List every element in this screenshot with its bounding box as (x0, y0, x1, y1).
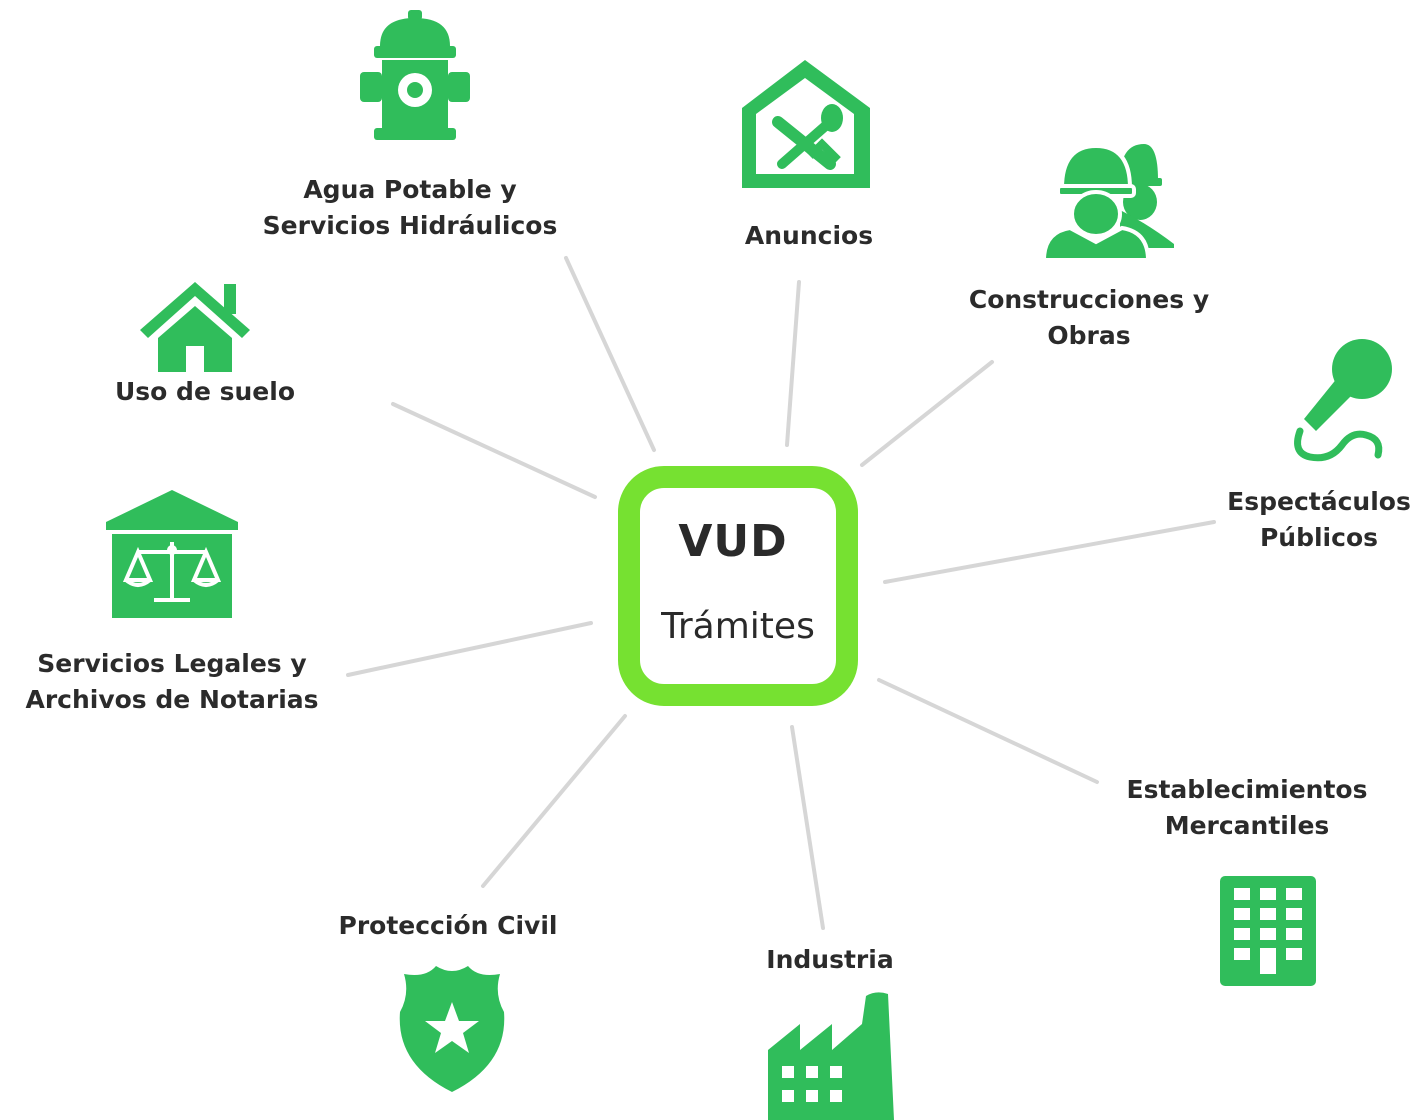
restaurant-house-icon (738, 58, 872, 190)
connector-legales (346, 621, 593, 677)
connector-industria (790, 725, 825, 930)
connector-uso (391, 402, 597, 499)
node-industria-label[interactable]: Industria (766, 945, 894, 974)
node-espectaculos-label[interactable]: Espectáculos Públicos (1227, 487, 1411, 552)
office-building-icon (1220, 876, 1316, 986)
connector-agua (564, 256, 656, 452)
node-construcciones-label[interactable]: Construcciones y Obras (968, 285, 1210, 350)
center-node[interactable]: VUD Trámites (618, 466, 858, 706)
connector-construcciones (860, 360, 994, 467)
police-shield-icon (396, 960, 508, 1094)
justice-scale-house-icon (104, 490, 240, 620)
node-agua-label[interactable]: Agua Potable y Servicios Hidráulicos (262, 175, 558, 240)
node-anuncios-label[interactable]: Anuncios (744, 221, 874, 250)
microphone-icon (1290, 335, 1400, 465)
center-title: VUD (678, 516, 788, 567)
connector-establecimientos (877, 678, 1099, 784)
construction-workers-icon (1040, 140, 1176, 264)
center-subtitle: Trámites (661, 606, 815, 647)
fire-hydrant-icon (356, 10, 474, 142)
factory-icon (766, 990, 900, 1120)
node-uso-label[interactable]: Uso de suelo (115, 377, 295, 406)
connector-espectaculos (883, 520, 1216, 584)
node-proteccion-label[interactable]: Protección Civil (338, 911, 558, 940)
house-icon (138, 280, 252, 374)
node-legales-label[interactable]: Servicios Legales y Archivos de Notarias (25, 649, 319, 714)
node-establecimientos-label[interactable]: Establecimientos Mercantiles (1126, 775, 1368, 840)
connector-proteccion (481, 714, 627, 888)
connector-anuncios (785, 280, 801, 447)
